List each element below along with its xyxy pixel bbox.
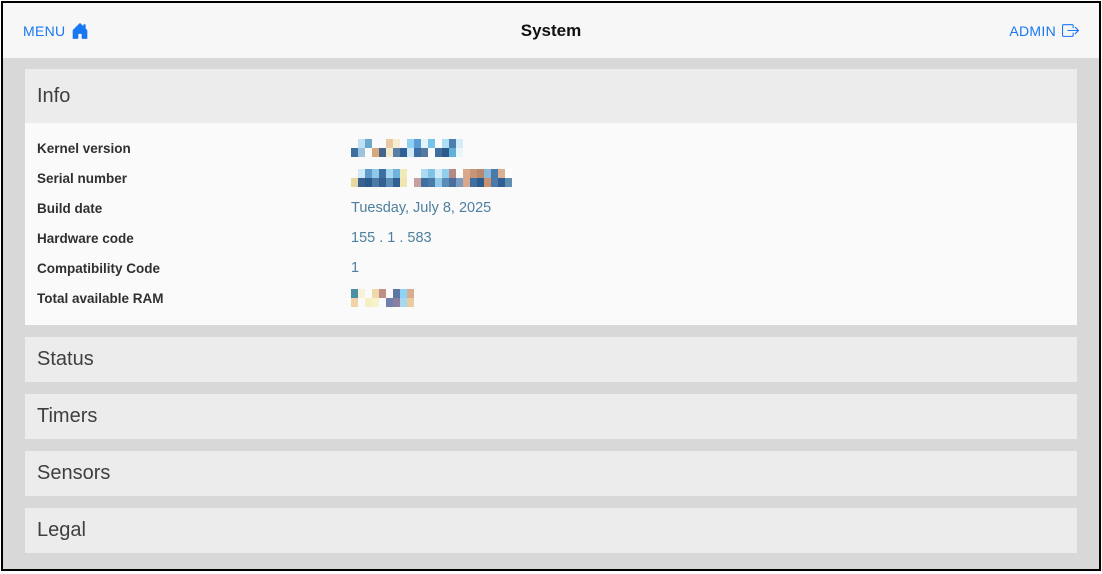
- info-row-hardware-code: Hardware code 155 . 1 . 583: [37, 223, 1065, 253]
- admin-logout-link[interactable]: ADMIN: [1009, 22, 1079, 39]
- home-icon: [71, 22, 89, 40]
- info-value: 155 . 1 . 583: [351, 230, 432, 246]
- section-status: Status: [25, 337, 1077, 382]
- admin-link-label: ADMIN: [1009, 22, 1056, 39]
- logout-icon: [1062, 22, 1079, 39]
- section-info-body: Kernel version Serial number Build date …: [25, 123, 1077, 325]
- redacted-value-mosaic: [351, 139, 1065, 157]
- accordion-header-status[interactable]: Status: [25, 337, 1077, 382]
- section-sensors: Sensors: [25, 451, 1077, 496]
- section-legal: Legal: [25, 508, 1077, 553]
- info-value: Tuesday, July 8, 2025: [351, 200, 492, 216]
- menu-link-label: MENU: [23, 22, 66, 39]
- menu-link[interactable]: MENU: [23, 22, 89, 40]
- info-row-serial-number: Serial number: [37, 163, 1065, 193]
- info-row-total-ram: Total available RAM: [37, 283, 1065, 313]
- page-title: System: [520, 20, 582, 40]
- info-row-kernel-version: Kernel version: [37, 133, 1065, 163]
- redacted-value-mosaic: [351, 289, 1065, 307]
- info-label: Kernel version: [37, 140, 131, 156]
- accordion-header-timers[interactable]: Timers: [25, 394, 1077, 439]
- info-value: 1: [351, 260, 360, 276]
- redacted-value-mosaic: [351, 169, 1065, 187]
- info-label: Serial number: [37, 170, 128, 186]
- info-row-compatibility-code: Compatibility Code 1: [37, 253, 1065, 283]
- accordion-header-info[interactable]: Info: [25, 69, 1077, 123]
- section-info: Info Kernel version Serial number Build …: [25, 69, 1077, 325]
- section-timers: Timers: [25, 394, 1077, 439]
- top-navigation-bar: MENU System ADMIN: [3, 3, 1099, 58]
- info-label: Hardware code: [37, 230, 134, 246]
- info-label: Build date: [37, 200, 103, 216]
- info-label: Compatibility Code: [37, 260, 161, 276]
- accordion-content: Info Kernel version Serial number Build …: [3, 58, 1099, 553]
- accordion-header-legal[interactable]: Legal: [25, 508, 1077, 553]
- accordion-header-sensors[interactable]: Sensors: [25, 451, 1077, 496]
- info-label: Total available RAM: [37, 290, 164, 306]
- info-row-build-date: Build date Tuesday, July 8, 2025: [37, 193, 1065, 223]
